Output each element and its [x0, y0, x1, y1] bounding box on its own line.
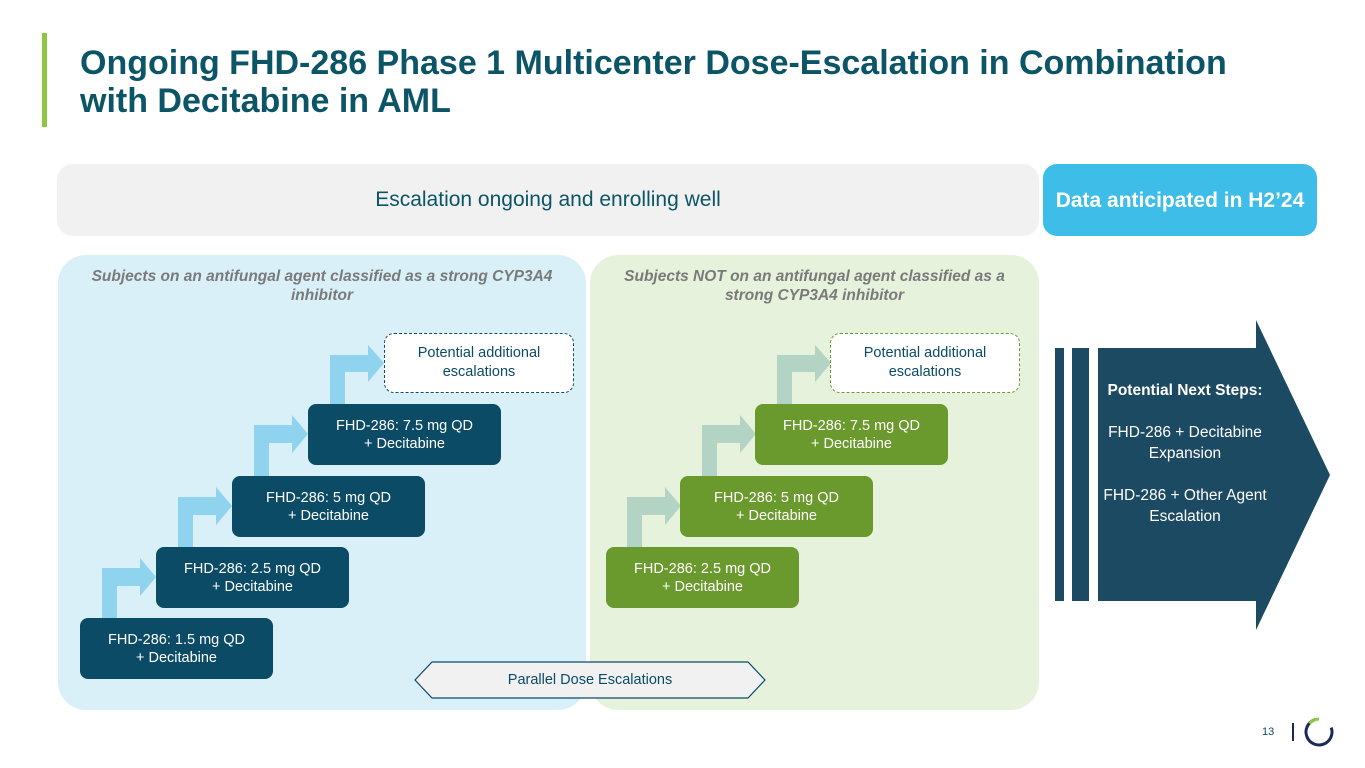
dose-step-7-5mg: FHD-286: 7.5 mg QD+ Decitabine — [755, 404, 948, 465]
combo-label: + Decitabine — [661, 578, 743, 595]
dose-label: FHD-286: 2.5 mg QD — [634, 560, 771, 577]
combo-label: + Decitabine — [211, 578, 293, 595]
page-title: Ongoing FHD-286 Phase 1 Multicenter Dose… — [80, 44, 1227, 120]
title-accent-bar — [42, 33, 47, 127]
next-step-item: FHD-286 + Other Agent Escalation — [1103, 487, 1267, 525]
next-steps-arrow-icon — [1055, 320, 1330, 630]
footer-divider — [1292, 723, 1294, 741]
dose-label: FHD-286: 5 mg QD — [714, 489, 839, 506]
dose-step-2-5mg: FHD-286: 2.5 mg QD+ Decitabine — [606, 547, 799, 608]
next-steps-title: Potential Next Steps: — [1107, 382, 1263, 399]
parallel-escalations-label: Parallel Dose Escalations — [414, 661, 766, 699]
panel-heading: Subjects NOT on an antifungal agent clas… — [624, 268, 1005, 304]
next-steps-text: Potential Next Steps: FHD-286 + Decitabi… — [1100, 380, 1270, 527]
dose-label: FHD-286: 7.5 mg QD — [336, 417, 473, 434]
data-anticipated-badge: Data anticipated in H2’24 — [1043, 164, 1317, 236]
page-number: 13 — [1262, 726, 1275, 738]
dose-step-7-5mg: FHD-286: 7.5 mg QD+ Decitabine — [308, 404, 501, 465]
dose-label: FHD-286: 7.5 mg QD — [783, 417, 920, 434]
combo-label: + Decitabine — [735, 507, 817, 524]
combo-label: + Decitabine — [363, 435, 445, 452]
double-arrow-shape-icon — [414, 661, 766, 699]
potential-escalations-box: Potential additional escalations — [830, 333, 1020, 393]
parallel-label-text: Parallel Dose Escalations — [507, 672, 673, 688]
combo-label: + Decitabine — [135, 649, 217, 666]
logo-ring-icon — [1304, 717, 1334, 747]
dose-step-1-5mg: FHD-286: 1.5 mg QD+ Decitabine — [80, 618, 273, 679]
next-step-item: FHD-286 + Decitabine Expansion — [1108, 424, 1262, 462]
dose-label: FHD-286: 2.5 mg QD — [184, 560, 321, 577]
potential-escalations-box: Potential additional escalations — [384, 333, 574, 393]
combo-label: + Decitabine — [810, 435, 892, 452]
status-banner: Escalation ongoing and enrolling well — [57, 164, 1039, 236]
combo-label: + Decitabine — [287, 507, 369, 524]
dose-step-5mg: FHD-286: 5 mg QD+ Decitabine — [680, 476, 873, 537]
dose-step-5mg: FHD-286: 5 mg QD+ Decitabine — [232, 476, 425, 537]
panel-heading: Subjects on an antifungal agent classifi… — [91, 268, 553, 304]
dose-label: FHD-286: 1.5 mg QD — [108, 631, 245, 648]
dose-step-2-5mg: FHD-286: 2.5 mg QD+ Decitabine — [156, 547, 349, 608]
dose-label: FHD-286: 5 mg QD — [266, 489, 391, 506]
